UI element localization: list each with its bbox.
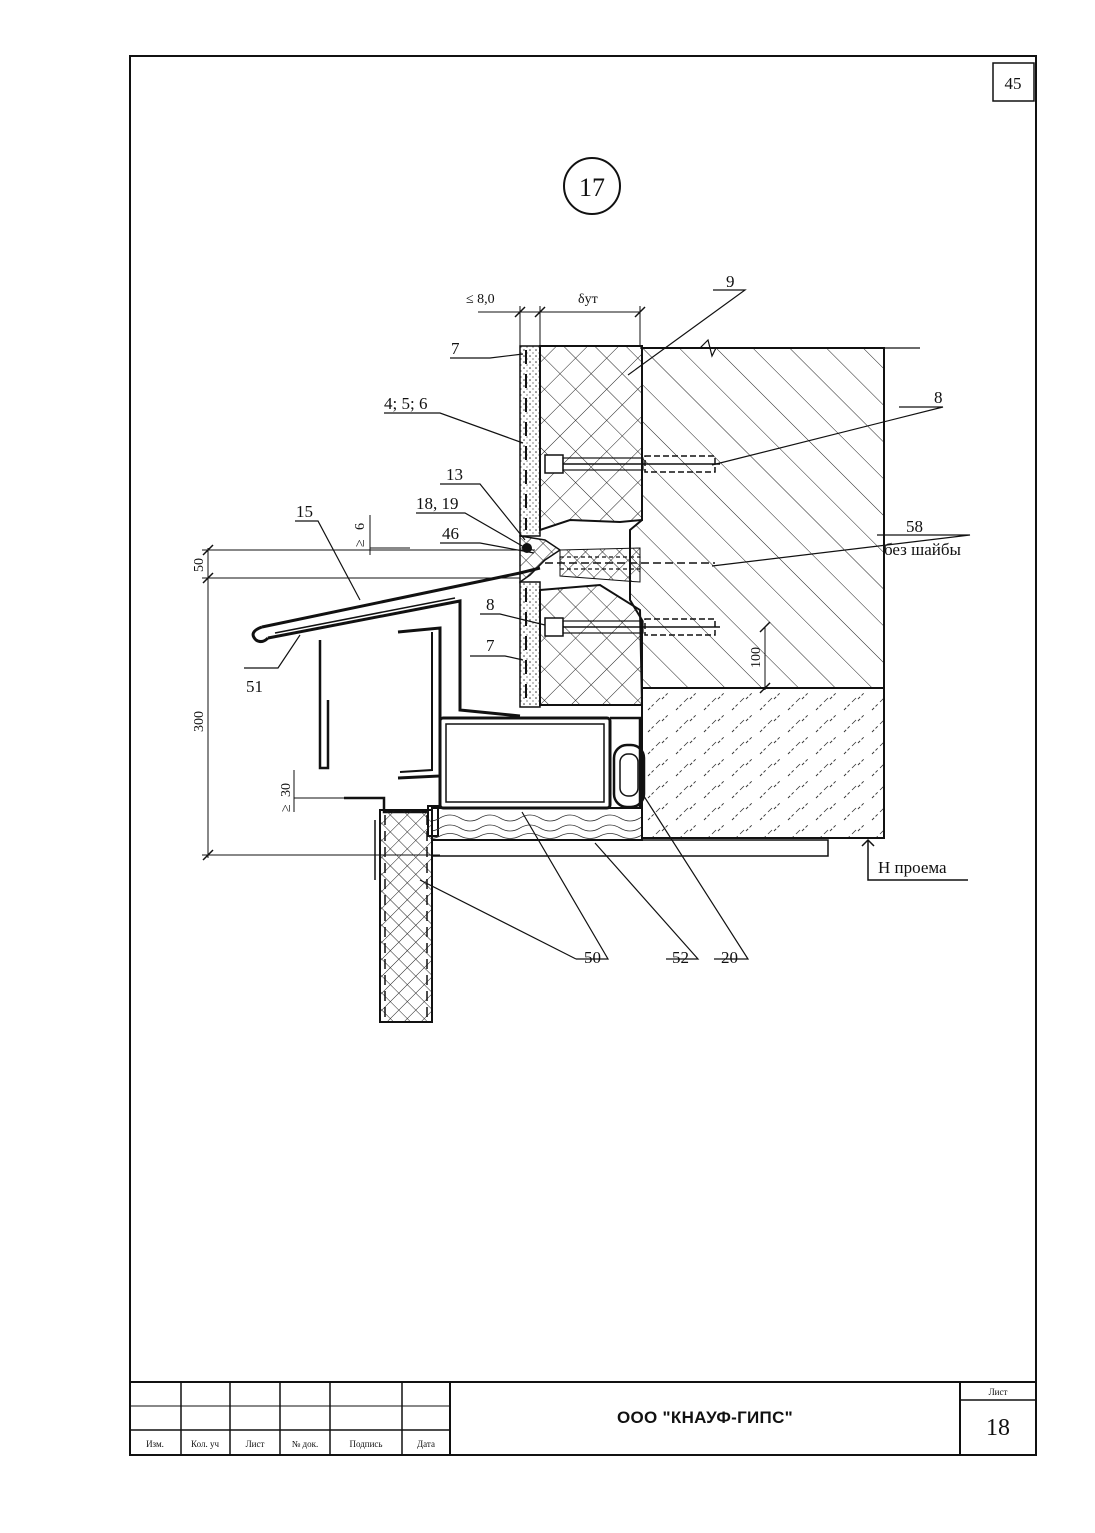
timber-block	[431, 807, 643, 841]
plaster-upper	[519, 345, 541, 537]
callout-4-5-6: 4; 5; 6	[384, 394, 427, 413]
callout-13: 13	[446, 465, 463, 484]
dim-max-gap: ≤ 8,0	[466, 292, 495, 307]
dim-100: 100	[749, 647, 764, 668]
dim-ge-6: ≥	[353, 539, 368, 547]
callout-58-note: без шайбы	[884, 540, 962, 559]
dim-insulation: δут	[578, 292, 598, 307]
dim-300: 300	[192, 711, 207, 732]
col-list: Лист	[246, 1439, 265, 1449]
callout-7-lower: 7	[486, 636, 495, 655]
anchor-middle	[545, 547, 715, 583]
company-name: ООО "КНАУФ-ГИПС"	[617, 1408, 793, 1427]
callout-51: 51	[246, 677, 263, 696]
dim-30: 30	[279, 783, 294, 797]
sheet-frame	[129, 55, 1037, 1456]
top-page-number-box: 45	[992, 62, 1035, 102]
leader-lines	[244, 289, 971, 960]
sill-flashing	[251, 566, 541, 718]
insulation-lower	[539, 583, 644, 706]
callout-58: 58	[906, 517, 923, 536]
col-podpis: Подпись	[349, 1439, 382, 1449]
callout-20: 20	[721, 948, 738, 967]
brick-wall	[629, 347, 885, 689]
section-drawing	[202, 289, 971, 1023]
callout-46: 46	[442, 524, 459, 543]
dim-6: 6	[353, 523, 368, 530]
callout-52: 52	[672, 948, 689, 967]
concrete-lintel	[641, 687, 885, 839]
callout-15: 15	[296, 502, 313, 521]
detail-number: 17	[579, 173, 605, 202]
top-page-number: 45	[1005, 74, 1022, 93]
level-mark: Н проема	[878, 858, 947, 877]
callout-8-lower: 8	[486, 595, 495, 614]
callout-50: 50	[584, 948, 601, 967]
plaster-lower	[519, 581, 541, 708]
detail-marker: 17	[563, 157, 621, 215]
dim-ge-30: ≥	[279, 804, 294, 812]
anchor-lower	[544, 617, 720, 637]
sheet-label: Лист	[989, 1387, 1008, 1397]
dim-50: 50	[192, 558, 207, 572]
glazing-panel	[374, 809, 433, 1023]
col-izm: Изм.	[146, 1439, 164, 1449]
bottom-board	[431, 839, 829, 857]
callout-8-upper: 8	[934, 388, 943, 407]
col-no-dok: № док.	[292, 1439, 319, 1449]
callout-7-upper: 7	[451, 339, 460, 358]
col-data: Дата	[417, 1439, 435, 1449]
sheet-number: 18	[986, 1415, 1010, 1441]
callout-18-19: 18, 19	[416, 494, 459, 513]
title-block: Изм. Кол. уч Лист № док. Подпись Дата ОО…	[130, 1381, 1036, 1455]
callout-9: 9	[726, 272, 735, 291]
col-kol-uch: Кол. уч	[191, 1439, 219, 1449]
insulation-upper	[539, 345, 643, 532]
